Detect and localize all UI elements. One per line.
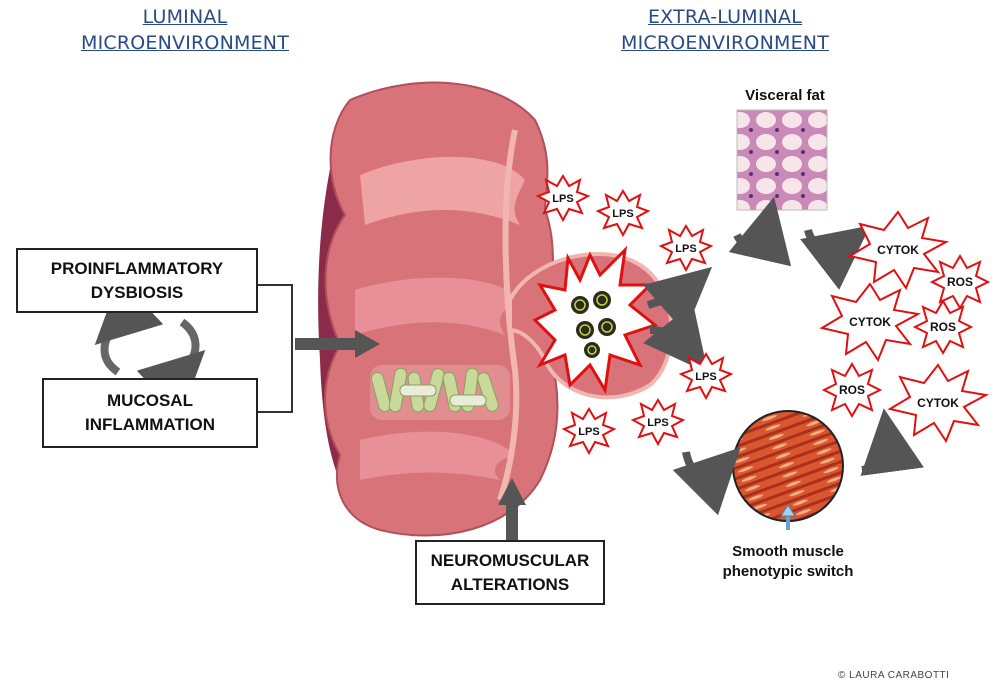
cycle-arrow-left [94, 277, 164, 376]
cytok-burst [819, 282, 922, 363]
ros-burst [821, 362, 883, 418]
ros-label: ROS [839, 383, 865, 397]
cytok-label: CYTOK [849, 315, 891, 329]
lps-bursts [535, 174, 734, 456]
lps-label: LPS [552, 193, 573, 205]
lps-label: LPS [647, 417, 668, 429]
curved-arrow-div-down [643, 303, 708, 373]
cytok-label: CYTOK [917, 396, 959, 410]
ros-label: ROS [930, 320, 956, 334]
copyright: © LAURA CARABOTTI [838, 670, 950, 681]
cytok-label: CYTOK [877, 243, 919, 257]
neuromuscular-line2: ALTERATIONS [450, 574, 570, 594]
luminal-heading: LUMINAL MICROENVIRONMENT [60, 4, 310, 56]
lps-label: LPS [612, 208, 633, 220]
luminal-heading-line2: MICROENVIRONMENT [80, 32, 290, 54]
dysbiosis-box: PROINFLAMMATORY DYSBIOSIS [16, 248, 258, 313]
ros-bursts [821, 254, 991, 418]
curved-arrow-to-fat [728, 196, 792, 267]
visceral-fat-label: Visceral fat [745, 87, 825, 104]
inflammation-box: MUCOSAL INFLAMMATION [42, 378, 258, 448]
lps-burst [630, 398, 686, 447]
luminal-heading-line1: LUMINAL [142, 6, 228, 28]
inflammation-line1: MUCOSAL [107, 391, 193, 410]
curved-arrow-fat-out [800, 225, 871, 290]
cytok-bursts [819, 210, 990, 444]
cytok-burst [887, 363, 990, 444]
ros-burst [912, 299, 974, 355]
smooth-muscle-image [732, 410, 844, 530]
dysbiosis-line1: PROINFLAMMATORY [50, 258, 224, 278]
lps-label: LPS [695, 371, 716, 383]
extra-luminal-heading-line2: MICROENVIRONMENT [620, 32, 830, 54]
curved-arrow-to-muscle [672, 447, 741, 516]
cycle-arrow-right [136, 318, 206, 418]
bacteria-cluster [370, 365, 510, 420]
cytok-burst [847, 210, 950, 291]
lps-burst [535, 174, 591, 223]
neuromuscular-line1: NEUROMUSCULAR [430, 550, 590, 570]
lps-label: LPS [578, 426, 599, 438]
smooth-muscle-line2: phenotypic switch [722, 563, 854, 580]
arrow-up-neuro [498, 478, 526, 550]
extra-luminal-heading-line1: EXTRA-LUMINAL [647, 6, 803, 28]
lps-label: LPS [675, 243, 696, 255]
lps-burst [595, 189, 651, 238]
visceral-fat-image [736, 109, 828, 211]
extra-luminal-heading: EXTRA-LUMINAL MICROENVIRONMENT [600, 4, 850, 56]
smooth-muscle-label: Smooth muscle phenotypic switch [700, 542, 876, 582]
smooth-muscle-line1: Smooth muscle [732, 543, 844, 560]
dysbiosis-line2: DYSBIOSIS [90, 282, 184, 302]
ros-label: ROS [947, 275, 973, 289]
lps-burst [678, 352, 734, 401]
neuromuscular-box: NEUROMUSCULAR ALTERATIONS [415, 540, 605, 605]
lps-burst [561, 407, 617, 456]
bracket [258, 284, 293, 413]
diverticulum-burst [532, 245, 659, 395]
arrow-to-lumen [295, 330, 380, 358]
curved-arrow-muscle-out [860, 408, 924, 476]
lps-burst [658, 224, 714, 273]
inflammation-line2: INFLAMMATION [85, 415, 215, 434]
